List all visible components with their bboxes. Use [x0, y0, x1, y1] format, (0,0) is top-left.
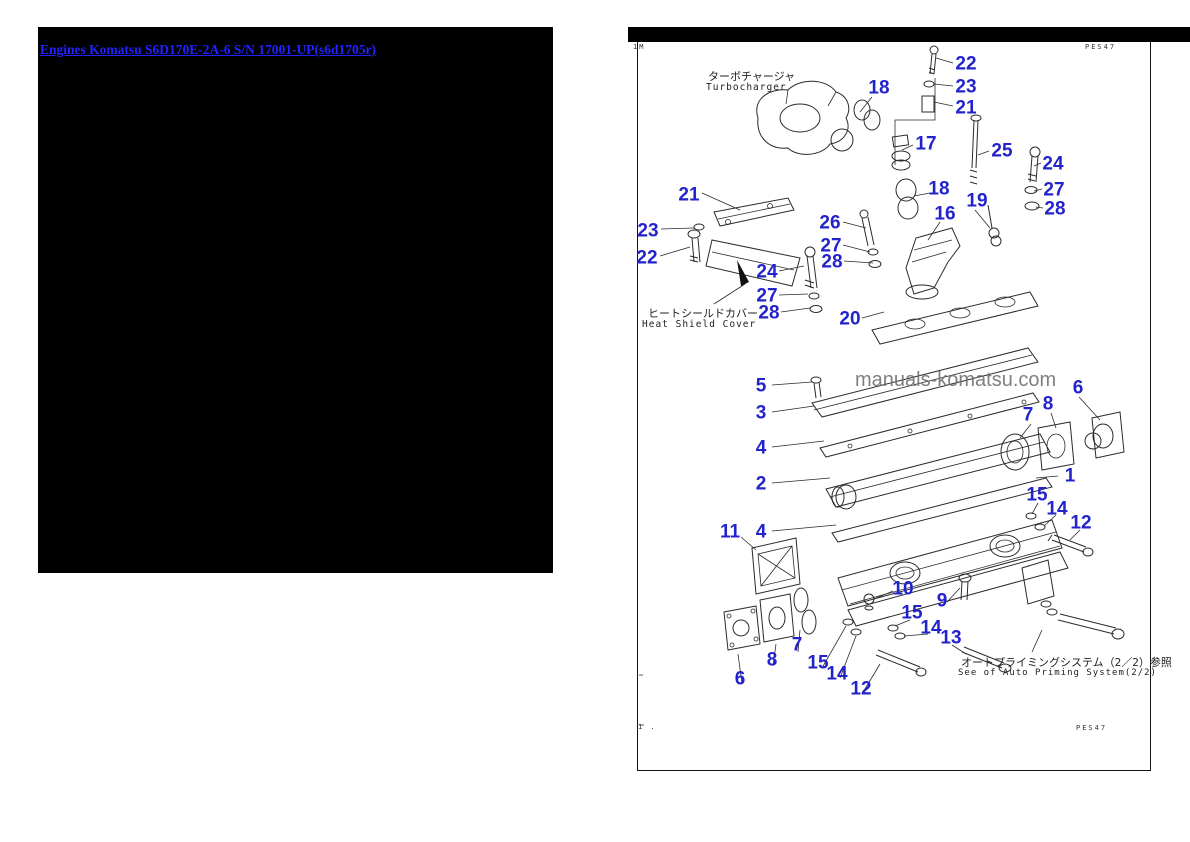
- label-auto-priming-en: See of Auto Priming System(2/2): [958, 668, 1157, 678]
- label-heat-shield-en: Heat Shield Cover: [642, 319, 757, 330]
- callout-27[interactable]: 27: [756, 285, 778, 307]
- callout-27[interactable]: 27: [820, 235, 842, 257]
- callout-6[interactable]: 6: [1072, 377, 1084, 399]
- callout-21[interactable]: 21: [678, 184, 700, 206]
- flange-set-bottom-left: [723, 587, 817, 651]
- label-turbocharger-en: Turbocharger: [706, 82, 787, 93]
- callout-20[interactable]: 20: [839, 308, 861, 330]
- manifold-stack: [810, 347, 1069, 627]
- leader-lines: [639, 57, 1101, 726]
- callout-28[interactable]: 28: [821, 251, 843, 273]
- callout-15[interactable]: 15: [901, 602, 923, 624]
- plate-11: [751, 537, 801, 595]
- callout-18[interactable]: 18: [868, 77, 890, 99]
- callout-16[interactable]: 16: [934, 203, 956, 225]
- parts-diagram-sheet: 1M PES47 1 . PES47 ターボチャージャ Turbocharger…: [628, 27, 1190, 772]
- callout-28[interactable]: 28: [1044, 198, 1066, 220]
- callout-23[interactable]: 23: [637, 220, 659, 242]
- callout-27[interactable]: 27: [1043, 179, 1065, 201]
- callout-24[interactable]: 24: [756, 261, 778, 283]
- watermark-text: manuals-komatsu.com: [855, 369, 1057, 391]
- sheet-frame-right: [1150, 42, 1151, 771]
- left-black-panel: [38, 27, 553, 573]
- callout-7[interactable]: 7: [791, 634, 803, 656]
- page-code-bottom-left: 1 .: [638, 723, 657, 731]
- gasket-20: [871, 291, 1039, 345]
- callout-14[interactable]: 14: [1046, 498, 1068, 520]
- callout-8[interactable]: 8: [766, 649, 778, 671]
- callout-3[interactable]: 3: [755, 402, 767, 424]
- sheet-frame-left: [637, 42, 638, 771]
- turbocharger-outline: [756, 80, 854, 155]
- callout-15[interactable]: 15: [1026, 484, 1048, 506]
- callout-14[interactable]: 14: [826, 663, 848, 685]
- clamp-17: [891, 134, 911, 171]
- callout-13[interactable]: 13: [940, 627, 962, 649]
- callout-5[interactable]: 5: [755, 375, 767, 397]
- callout-9[interactable]: 9: [936, 590, 948, 612]
- callout-19[interactable]: 19: [966, 190, 988, 212]
- callout-2[interactable]: 2: [755, 473, 767, 495]
- callout-28[interactable]: 28: [758, 302, 780, 324]
- callout-17[interactable]: 17: [915, 133, 937, 155]
- label-heat-shield-jp: ヒートシールドカバー: [648, 307, 758, 320]
- scan-top-bar: [628, 27, 1190, 42]
- callout-14[interactable]: 14: [920, 617, 942, 639]
- o-rings-18: [853, 99, 919, 220]
- callout-6[interactable]: 6: [734, 668, 746, 690]
- callout-11[interactable]: 11: [719, 521, 741, 543]
- label-turbocharger-jp: ターボチャージャ: [708, 70, 796, 83]
- callout-8[interactable]: 8: [1042, 393, 1054, 415]
- callout-22[interactable]: 22: [955, 53, 977, 75]
- label-auto-priming-jp: オートプライミングシステム（2／2）参照: [961, 656, 1172, 669]
- callout-22[interactable]: 22: [636, 247, 658, 269]
- callout-15[interactable]: 15: [807, 652, 829, 674]
- connector-tube-16: [905, 227, 961, 300]
- callout-12[interactable]: 12: [850, 678, 872, 700]
- heat-shield-parts: [687, 197, 882, 313]
- fasteners-bottom: [842, 512, 1125, 677]
- fasteners-top: [894, 45, 1041, 247]
- sheet-frame-bottom: [637, 770, 1151, 771]
- callout-4[interactable]: 4: [755, 437, 767, 459]
- callout-7[interactable]: 7: [1022, 404, 1034, 426]
- callout-10[interactable]: 10: [892, 578, 914, 600]
- page-code-bottom-right: PES47: [1076, 724, 1108, 732]
- callout-4[interactable]: 4: [755, 521, 767, 543]
- catalog-title-link[interactable]: Engines Komatsu S6D170E-2A-6 S/N 17001-U…: [40, 42, 377, 57]
- page-code-top-left: 1M: [633, 43, 646, 51]
- callout-24[interactable]: 24: [1042, 153, 1064, 175]
- flange-set-right: [1000, 411, 1125, 471]
- callout-1[interactable]: 1: [1064, 465, 1076, 487]
- callout-12[interactable]: 12: [1070, 512, 1092, 534]
- callout-23[interactable]: 23: [955, 76, 977, 98]
- page-code-top-right: PES47: [1085, 43, 1117, 51]
- callout-25[interactable]: 25: [991, 140, 1013, 162]
- callout-21[interactable]: 21: [955, 97, 977, 119]
- callout-18[interactable]: 18: [928, 178, 950, 200]
- callout-26[interactable]: 26: [819, 212, 841, 234]
